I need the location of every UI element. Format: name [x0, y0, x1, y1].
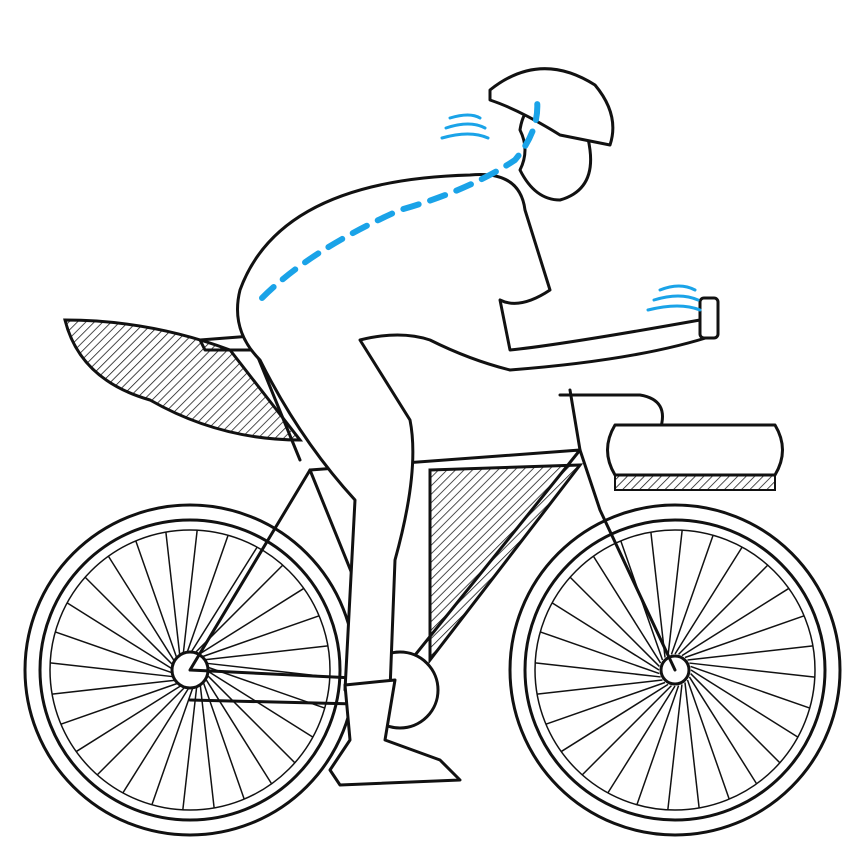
spoke	[678, 564, 769, 655]
front-rack	[614, 474, 776, 491]
spoke	[607, 685, 676, 794]
spoke	[650, 532, 666, 658]
spoke	[560, 683, 669, 753]
spoke	[96, 685, 187, 776]
fork	[578, 448, 677, 672]
spoke	[684, 682, 700, 808]
rider-body	[236, 172, 717, 692]
spoke	[203, 676, 273, 785]
spoke	[205, 673, 296, 764]
spoke	[107, 555, 177, 664]
seatpost	[253, 348, 302, 462]
spoke	[686, 679, 730, 800]
spoke	[690, 673, 781, 764]
saddle-bag	[63, 318, 304, 442]
spoke	[196, 587, 305, 657]
rear-rim-inner	[49, 529, 331, 811]
vibration-waves-neck	[440, 113, 490, 140]
rear-wheel	[23, 503, 357, 837]
spoke	[592, 555, 662, 664]
spoke	[122, 685, 191, 794]
spoke	[185, 535, 229, 655]
spoke	[681, 587, 790, 657]
front-rim	[523, 518, 827, 822]
spoke	[545, 681, 666, 725]
spoke	[165, 532, 181, 658]
spoke	[182, 684, 198, 810]
spoke	[66, 602, 175, 671]
cycling-shoe	[328, 678, 462, 787]
spoke	[667, 530, 683, 656]
spoke	[205, 669, 314, 738]
spoke	[199, 682, 215, 808]
spoke	[537, 679, 663, 695]
front-tire-outer	[508, 503, 842, 837]
stem	[568, 388, 582, 452]
spoke	[189, 546, 258, 655]
spoke	[182, 530, 198, 656]
spoke	[688, 676, 758, 785]
spoke	[60, 681, 181, 725]
spoke	[551, 602, 660, 671]
spoke	[535, 662, 661, 678]
front-wheel	[508, 503, 842, 837]
spoke	[674, 546, 743, 655]
spine-posture-line	[259, 97, 541, 301]
spoke	[201, 679, 245, 800]
front-rim-inner	[534, 529, 816, 811]
spoke	[205, 665, 325, 709]
rear-spokes	[50, 530, 330, 810]
handlebar-bag	[606, 423, 784, 477]
spoke	[52, 679, 178, 695]
frame-bag	[428, 463, 584, 665]
spoke	[199, 615, 320, 659]
spoke	[670, 535, 714, 655]
spoke	[690, 665, 810, 709]
spoke	[135, 540, 179, 661]
helmet	[488, 67, 615, 147]
rear-rim	[38, 518, 342, 822]
spoke	[581, 685, 672, 776]
spoke	[636, 685, 680, 805]
spoke	[75, 683, 184, 753]
spoke	[50, 662, 176, 678]
spoke	[690, 669, 799, 738]
spoke	[667, 684, 683, 810]
spoke	[569, 576, 660, 667]
spoke	[151, 685, 195, 805]
spoke	[687, 645, 813, 661]
spoke	[689, 662, 815, 678]
phone	[698, 296, 720, 340]
spoke	[55, 631, 175, 675]
spoke	[202, 645, 328, 661]
vibration-waves-hand	[646, 284, 702, 312]
rider	[236, 67, 720, 787]
spoke	[84, 576, 175, 667]
front-spokes	[535, 530, 815, 810]
spoke	[540, 631, 660, 675]
spoke	[684, 615, 805, 659]
